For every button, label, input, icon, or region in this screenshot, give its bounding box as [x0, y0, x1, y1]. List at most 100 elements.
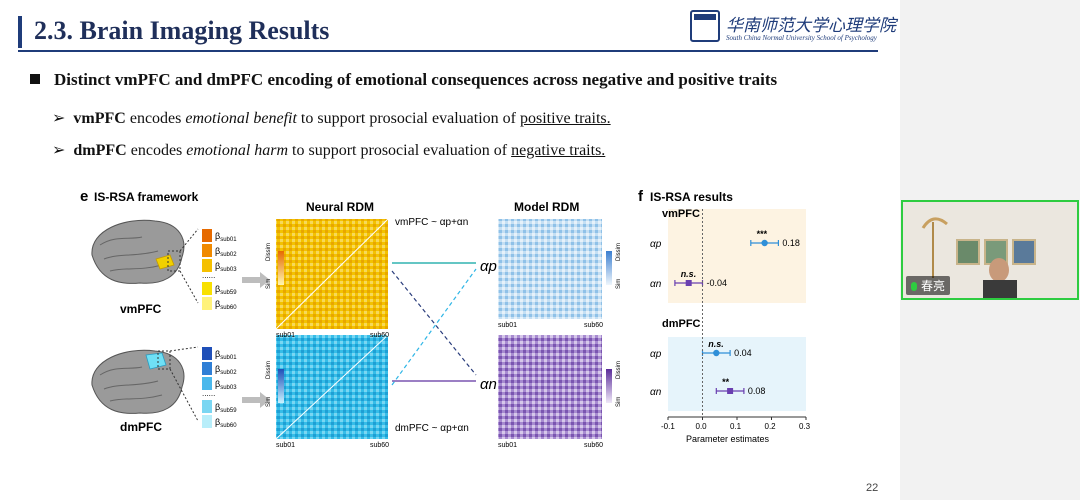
- x-tick-label: -0.1: [661, 422, 675, 431]
- sub-bullet-emphasis: emotional harm: [186, 142, 289, 159]
- ellipsis: ......: [202, 271, 215, 280]
- sub-bullet-text: encodes: [125, 110, 186, 127]
- value-label: -0.04: [707, 278, 728, 288]
- colorbar: [278, 369, 284, 403]
- chart-title: IS-RSA results: [650, 190, 733, 204]
- significance-label: ***: [757, 229, 768, 239]
- vmpfc-formula: vmPFC ~ αp+αn: [395, 217, 468, 228]
- colorbar: [606, 369, 612, 403]
- zoom-line: [169, 346, 199, 352]
- dmpfc-label: dmPFC: [120, 420, 162, 434]
- sub-bullet-underlined: positive traits.: [519, 110, 611, 127]
- estimate-point: [685, 280, 692, 286]
- square-bullet-icon: [30, 74, 40, 84]
- row-label: αn: [650, 387, 662, 398]
- colorbar-label: Sim: [266, 279, 272, 289]
- neural-rdm-title: Neural RDM: [306, 200, 374, 214]
- value-label: 0.08: [748, 386, 766, 396]
- sub-bullet-vmpfc: ➢ vmPFC encodes emotional benefit to supp…: [52, 108, 611, 128]
- rdm-diagonal: [275, 334, 389, 440]
- group-label: vmPFC: [662, 208, 700, 220]
- axis-label: sub60: [370, 442, 389, 449]
- value-label: 0.04: [734, 348, 752, 358]
- arrow-bullet-icon: ➢: [52, 110, 66, 127]
- colorbar-label: Dissim: [266, 361, 272, 379]
- x-tick-label: 0.2: [765, 422, 777, 431]
- roi-box: [167, 250, 181, 272]
- beta-label: βsub02: [215, 364, 237, 376]
- connector-line: [391, 270, 477, 376]
- x-tick-label: 0.0: [696, 422, 708, 431]
- rdm-diagonal: [275, 218, 389, 330]
- arrow-right-icon: [242, 392, 270, 408]
- colorbar: [606, 251, 612, 285]
- estimate-point: [727, 388, 734, 394]
- participant-name-tag: 春亮: [906, 276, 951, 295]
- x-axis-label: Parameter estimates: [686, 434, 770, 444]
- ellipsis: ......: [202, 389, 215, 398]
- main-bullet-text: Distinct vmPFC and dmPFC encoding of emo…: [54, 70, 778, 89]
- slide: 2.3. Brain Imaging Results 华南师范大学心理学院 So…: [18, 10, 896, 494]
- colorbar-label: Sim: [266, 397, 272, 407]
- main-bullet: Distinct vmPFC and dmPFC encoding of emo…: [30, 70, 777, 90]
- colorbar-label: Dissim: [616, 243, 622, 261]
- axis-label: sub60: [370, 332, 389, 339]
- significance-label: **: [722, 377, 730, 387]
- zoom-line: [179, 228, 199, 252]
- panel-e-letter: e: [80, 188, 88, 205]
- model-rdm-title: Model RDM: [514, 200, 579, 214]
- sub-bullet-emphasis: emotional benefit: [185, 110, 297, 127]
- sub-bullet-dmpfc: ➢dmPFC encodes emotional harm to support…: [52, 140, 605, 160]
- brain-vmpfc-icon: [91, 219, 185, 284]
- panel-e-title: IS-RSA framework: [94, 190, 199, 204]
- colorbar: [278, 251, 284, 285]
- zoom-line: [169, 368, 199, 422]
- sub-bullet-text: to support prosocial evaluation of: [296, 110, 520, 127]
- axis-label: sub01: [498, 322, 517, 329]
- figure-panels: e IS-RSA framework vmPFC βsub01 βsub02 β…: [80, 188, 811, 449]
- participant-name: 春亮: [921, 279, 946, 293]
- logo-chinese-name: 华南师范大学心理学院: [726, 16, 896, 36]
- page-number: 22: [866, 482, 879, 494]
- sub-bullet-text: to support prosocial evaluation of: [288, 142, 512, 159]
- beta-label: βsub03: [215, 379, 237, 391]
- beta-label: βsub59: [215, 402, 237, 414]
- beta-label: βsub02: [215, 246, 237, 258]
- row-label: αp: [650, 239, 662, 250]
- axis-label: sub60: [584, 322, 603, 329]
- colorbar-label: Sim: [616, 279, 622, 289]
- slide-title-bar: 2.3. Brain Imaging Results: [18, 14, 878, 52]
- group-band: [668, 209, 806, 303]
- axis-label: sub01: [276, 442, 295, 449]
- arrow-bullet-icon: ➢: [52, 142, 66, 159]
- sub-bullet-underlined: negative traits.: [511, 142, 606, 159]
- row-label: αp: [650, 349, 662, 360]
- sub-bullet-region: dmPFC: [73, 142, 127, 159]
- row-label: αn: [650, 279, 662, 290]
- logo-english-name: South China Normal University School of …: [726, 34, 877, 42]
- model-rdm-alpha-n: [498, 335, 602, 439]
- significance-label: n.s.: [708, 339, 724, 349]
- group-label: dmPFC: [662, 318, 701, 330]
- arrow-right-icon: [242, 272, 270, 288]
- beta-label: βsub01: [215, 349, 237, 361]
- axis-label: sub01: [276, 332, 295, 339]
- panel-f-letter: f: [638, 188, 644, 205]
- university-seal-icon: [690, 10, 720, 42]
- estimate-point: [761, 239, 768, 247]
- title-accent: [18, 16, 22, 48]
- connector-line: [391, 268, 477, 386]
- microphone-icon: [911, 282, 917, 291]
- colorbar-label: Dissim: [266, 243, 272, 261]
- value-label: 0.18: [782, 238, 800, 248]
- x-tick-label: 0.3: [799, 422, 811, 431]
- slide-title: 2.3. Brain Imaging Results: [34, 16, 330, 45]
- university-logo: 华南师范大学心理学院 South China Normal University…: [690, 10, 896, 46]
- zoom-line: [179, 270, 199, 304]
- beta-label: βsub59: [215, 284, 237, 296]
- beta-label: βsub60: [215, 299, 237, 311]
- sub-bullet-region: vmPFC: [73, 110, 126, 127]
- beta-list-dmpfc: βsub01 βsub02 βsub03 ...... βsub59 βsub6…: [202, 347, 237, 429]
- participant-video-tile[interactable]: 春亮: [901, 200, 1079, 300]
